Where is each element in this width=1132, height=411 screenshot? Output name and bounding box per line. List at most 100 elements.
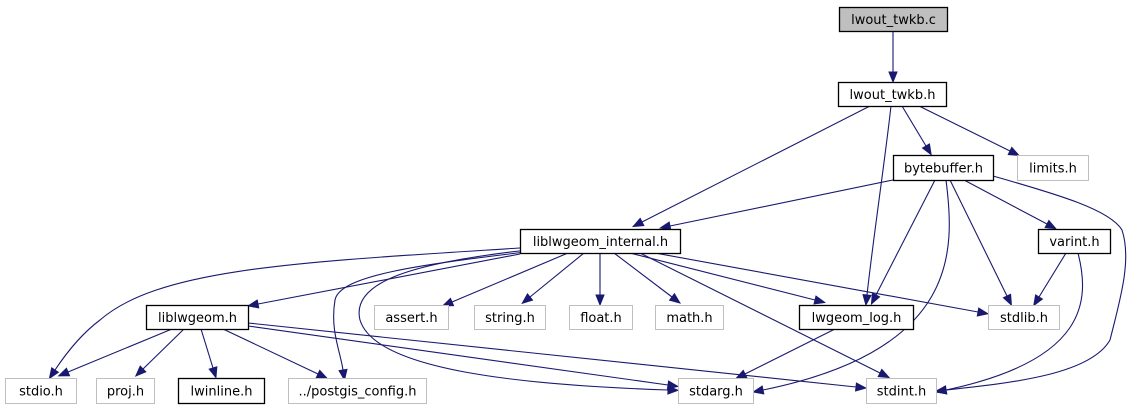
node-box — [569, 305, 633, 330]
arrowhead-icon — [1007, 146, 1021, 157]
node-box — [838, 6, 949, 33]
node-label: lwout_twkb.c — [851, 13, 936, 28]
edge-liblwgeom-internal-h-to-lwgeom-log-h — [629, 252, 826, 305]
edge-lwgeom-log-h-to-stdarg-h — [734, 328, 836, 380]
edge-line — [67, 328, 173, 373]
node-box — [96, 378, 155, 404]
arrowhead-icon — [813, 295, 826, 305]
edge-line — [875, 179, 936, 296]
node-label: string.h — [485, 311, 535, 326]
node-label: float.h — [580, 311, 622, 326]
node-box — [866, 378, 937, 404]
arrowhead-icon — [57, 367, 71, 377]
arrowhead-icon — [1044, 219, 1058, 230]
edge-lwout-twkb-h-to-limits-h — [918, 105, 1021, 157]
node-limits-h: limits.h — [1017, 155, 1089, 181]
node-float-h: float.h — [569, 305, 633, 330]
arrowhead-icon — [631, 217, 645, 228]
edge-line — [358, 249, 669, 391]
node-box — [655, 305, 724, 330]
node-label: lwout_twkb.h — [850, 88, 936, 103]
nodes-layer: lwout_twkb.c lwout_twkb.h bytebuffer.h limi… — [5, 6, 1112, 405]
node-liblwgeom-h[interactable]: liblwgeom.h — [145, 304, 250, 331]
edge-liblwgeom-h-to-stdio-h — [57, 328, 173, 377]
edge-line — [1038, 252, 1067, 298]
edge-liblwgeom-internal-h-to-string-h — [521, 252, 585, 305]
node-box — [519, 228, 682, 255]
edge-liblwgeom-h-to-postgis-config-h — [222, 328, 329, 379]
edge-line — [639, 252, 881, 374]
edge-line — [200, 328, 214, 369]
node-bytebuffer-h[interactable]: bytebuffer.h — [892, 154, 995, 182]
node-lwout-twkb-h[interactable]: lwout_twkb.h — [837, 81, 948, 108]
node-box — [145, 304, 250, 331]
edge-lwout-twkb-h-to-liblwgeom-internal-h — [631, 105, 871, 228]
node-box — [798, 304, 915, 331]
node-liblwgeom-internal-h[interactable]: liblwgeom_internal.h — [519, 228, 682, 255]
node-lwout-twkb-c[interactable]: lwout_twkb.c — [838, 6, 949, 33]
edge-varint-h-to-stdlib-h — [1033, 252, 1067, 307]
node-varint-h[interactable]: varint.h — [1037, 228, 1112, 255]
edge-liblwgeom-internal-h-to-stdint-h — [639, 252, 891, 379]
node-box — [288, 378, 427, 404]
arrowhead-icon — [1033, 294, 1044, 307]
arrowhead-icon — [315, 369, 329, 379]
arrowhead-icon — [658, 221, 672, 231]
node-label: lwinline.h — [191, 385, 253, 400]
node-box — [1017, 155, 1089, 181]
edge-bytebuffer-h-to-stdlib-h — [949, 179, 1013, 307]
edge-bytebuffer-h-to-varint-h — [963, 179, 1058, 230]
edge-lwout-twkb-c-to-lwout-twkb-h — [888, 31, 898, 84]
arrowhead-icon — [888, 71, 898, 84]
node-box — [892, 154, 995, 182]
edge-liblwgeom-internal-h-to-assert-h — [441, 252, 569, 307]
node-lwgeom-log-h[interactable]: lwgeom_log.h — [798, 304, 915, 331]
node-label: liblwgeom_internal.h — [533, 235, 668, 250]
node-box — [474, 305, 546, 330]
edge-line — [142, 328, 185, 370]
arrowhead-icon — [921, 143, 932, 156]
arrowhead-icon — [666, 380, 680, 390]
arrowhead-icon — [976, 307, 990, 317]
arrowhead-icon — [208, 366, 218, 379]
node-stdio-h: stdio.h — [5, 378, 77, 404]
edge-line — [949, 179, 1008, 297]
edge-line — [654, 252, 979, 313]
node-proj-h: proj.h — [96, 378, 155, 404]
arrowhead-icon — [595, 294, 605, 307]
node-label: varint.h — [1049, 235, 1099, 250]
arrowhead-icon — [855, 382, 868, 392]
node-lwinline-h[interactable]: lwinline.h — [177, 377, 266, 405]
node-stdlib-h: stdlib.h — [988, 305, 1060, 330]
node-label: stdarg.h — [689, 385, 743, 400]
edge-varint-h-to-stdint-h — [934, 252, 1083, 395]
edge-line — [744, 328, 836, 375]
node-label: liblwgeom.h — [158, 311, 237, 326]
node-box — [177, 377, 266, 405]
node-label: lwgeom_log.h — [812, 311, 902, 326]
arrowhead-icon — [134, 365, 147, 377]
edge-liblwgeom-h-to-lwinline-h — [200, 328, 218, 379]
edge-liblwgeom-h-to-stdarg-h — [247, 325, 680, 390]
edge-line — [866, 105, 892, 296]
node-box — [1037, 228, 1112, 255]
arrowhead-icon — [934, 385, 948, 395]
edge-line — [945, 252, 1083, 391]
edge-liblwgeom-internal-h-to-math-h — [613, 252, 682, 304]
edge-liblwgeom-h-to-stdint-h — [247, 322, 868, 392]
arrowhead-icon — [877, 368, 891, 379]
node-string-h: string.h — [474, 305, 546, 330]
edge-line — [222, 328, 319, 375]
node-label: ../postgis_config.h — [298, 385, 416, 400]
node-stdint-h: stdint.h — [866, 378, 937, 404]
arrowhead-icon — [338, 368, 348, 382]
edge-bytebuffer-h-to-stdarg-h — [751, 179, 950, 395]
node-box — [374, 305, 449, 330]
edge-line — [54, 247, 521, 371]
edge-bytebuffer-h-to-liblwgeom-internal-h — [658, 179, 894, 231]
edges-layer — [48, 31, 1127, 395]
node-assert-h: assert.h — [374, 305, 449, 330]
node-label: limits.h — [1029, 162, 1077, 177]
edge-line — [918, 105, 1011, 152]
